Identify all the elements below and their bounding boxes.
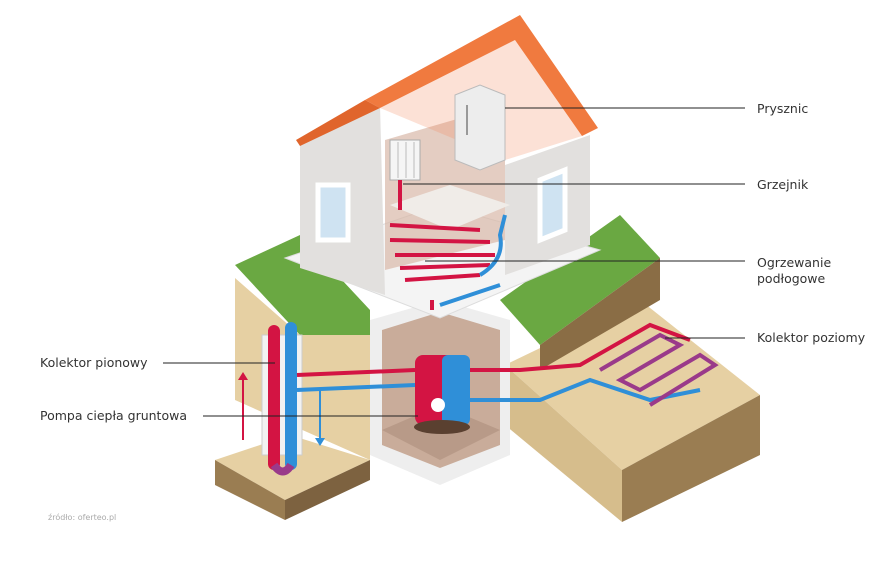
label-floor-heating-2: podłogowe	[757, 271, 826, 286]
label-vertical-collector: Kolektor pionowy	[40, 355, 148, 370]
heat-pump-icon	[414, 355, 470, 434]
label-floor-heating-1: Ogrzewanie	[757, 255, 832, 270]
label-horizontal-collector: Kolektor poziomy	[757, 330, 866, 345]
floor-heating-pipes	[389, 214, 507, 310]
ground-pipes	[296, 322, 719, 407]
leader-lines	[163, 107, 745, 417]
source-credit: źródło: oferteo.pl	[48, 513, 117, 522]
label-heat-pump: Pompa ciepła gruntowa	[40, 408, 187, 423]
label-radiator: Grzejnik	[757, 177, 809, 192]
vertical-collector	[238, 322, 325, 476]
label-shower: Prysznic	[757, 101, 809, 116]
radiator-icon	[389, 139, 421, 210]
upper-floor	[390, 185, 510, 230]
shower-icon	[454, 84, 506, 171]
